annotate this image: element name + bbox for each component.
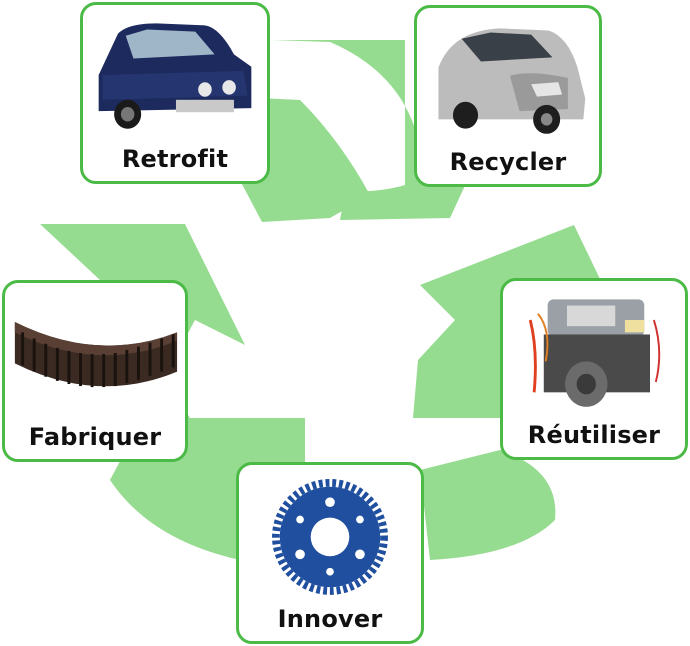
step-card-reutiliser: Réutiliser bbox=[500, 278, 688, 460]
step-label-reutiliser: Réutiliser bbox=[527, 421, 661, 449]
step-label-retrofit: Retrofit bbox=[121, 145, 229, 173]
engine-block-image bbox=[509, 289, 679, 413]
step-card-fabriquer: Fabriquer bbox=[2, 280, 188, 462]
blue-gear-image bbox=[245, 473, 415, 597]
recycle-arrow-right-lower bbox=[420, 450, 556, 560]
step-card-recycler: Recycler bbox=[414, 5, 602, 187]
step-label-innover: Innover bbox=[277, 605, 383, 633]
step-card-innover: Innover bbox=[236, 462, 424, 644]
step-label-recycler: Recycler bbox=[449, 148, 567, 176]
step-label-fabriquer: Fabriquer bbox=[28, 423, 162, 451]
timing-belt-image bbox=[11, 291, 179, 415]
step-card-retrofit: Retrofit bbox=[80, 2, 270, 184]
damaged-silver-car-image bbox=[423, 16, 593, 140]
old-blue-car-image bbox=[89, 13, 261, 137]
